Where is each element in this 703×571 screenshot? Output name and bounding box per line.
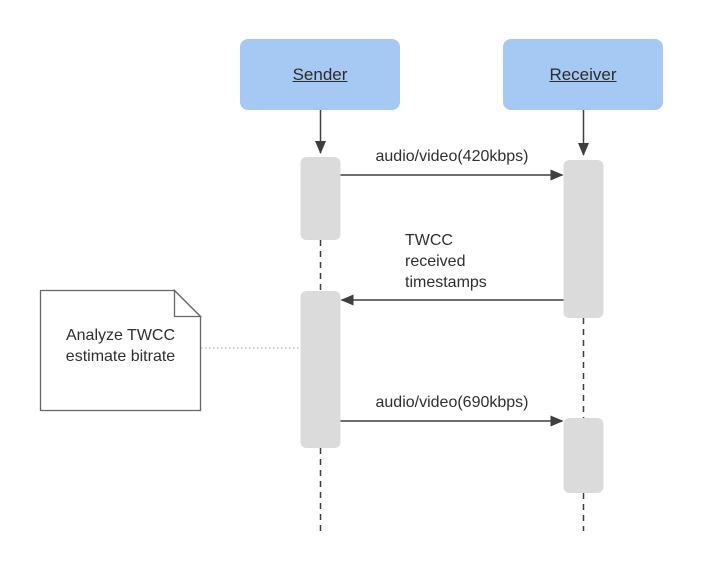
note-label: Analyze TWCC estimate bitrate (65, 327, 176, 365)
message-label-690kbps: audio/video(690kbps) (375, 394, 529, 411)
note-shape (39, 289, 202, 412)
activation-bar-receiver-1 (563, 160, 604, 318)
actor-box-sender (240, 39, 400, 110)
activation-bar-receiver-2 (563, 418, 604, 493)
actor-sender-label: Sender (292, 64, 348, 84)
message-label-twcc: TWCC received timestamps (405, 232, 487, 291)
activation-bar-sender-2 (300, 291, 341, 448)
actor-sender: Sender (240, 39, 400, 110)
actor-receiver-label: Receiver (549, 64, 617, 84)
message-label-420kbps: audio/video(420kbps) (375, 148, 529, 165)
note-fold-icon (173, 288, 203, 318)
actor-receiver: Receiver (503, 39, 663, 110)
activation-bar-sender-1 (300, 157, 341, 240)
actor-box-receiver (503, 39, 663, 110)
